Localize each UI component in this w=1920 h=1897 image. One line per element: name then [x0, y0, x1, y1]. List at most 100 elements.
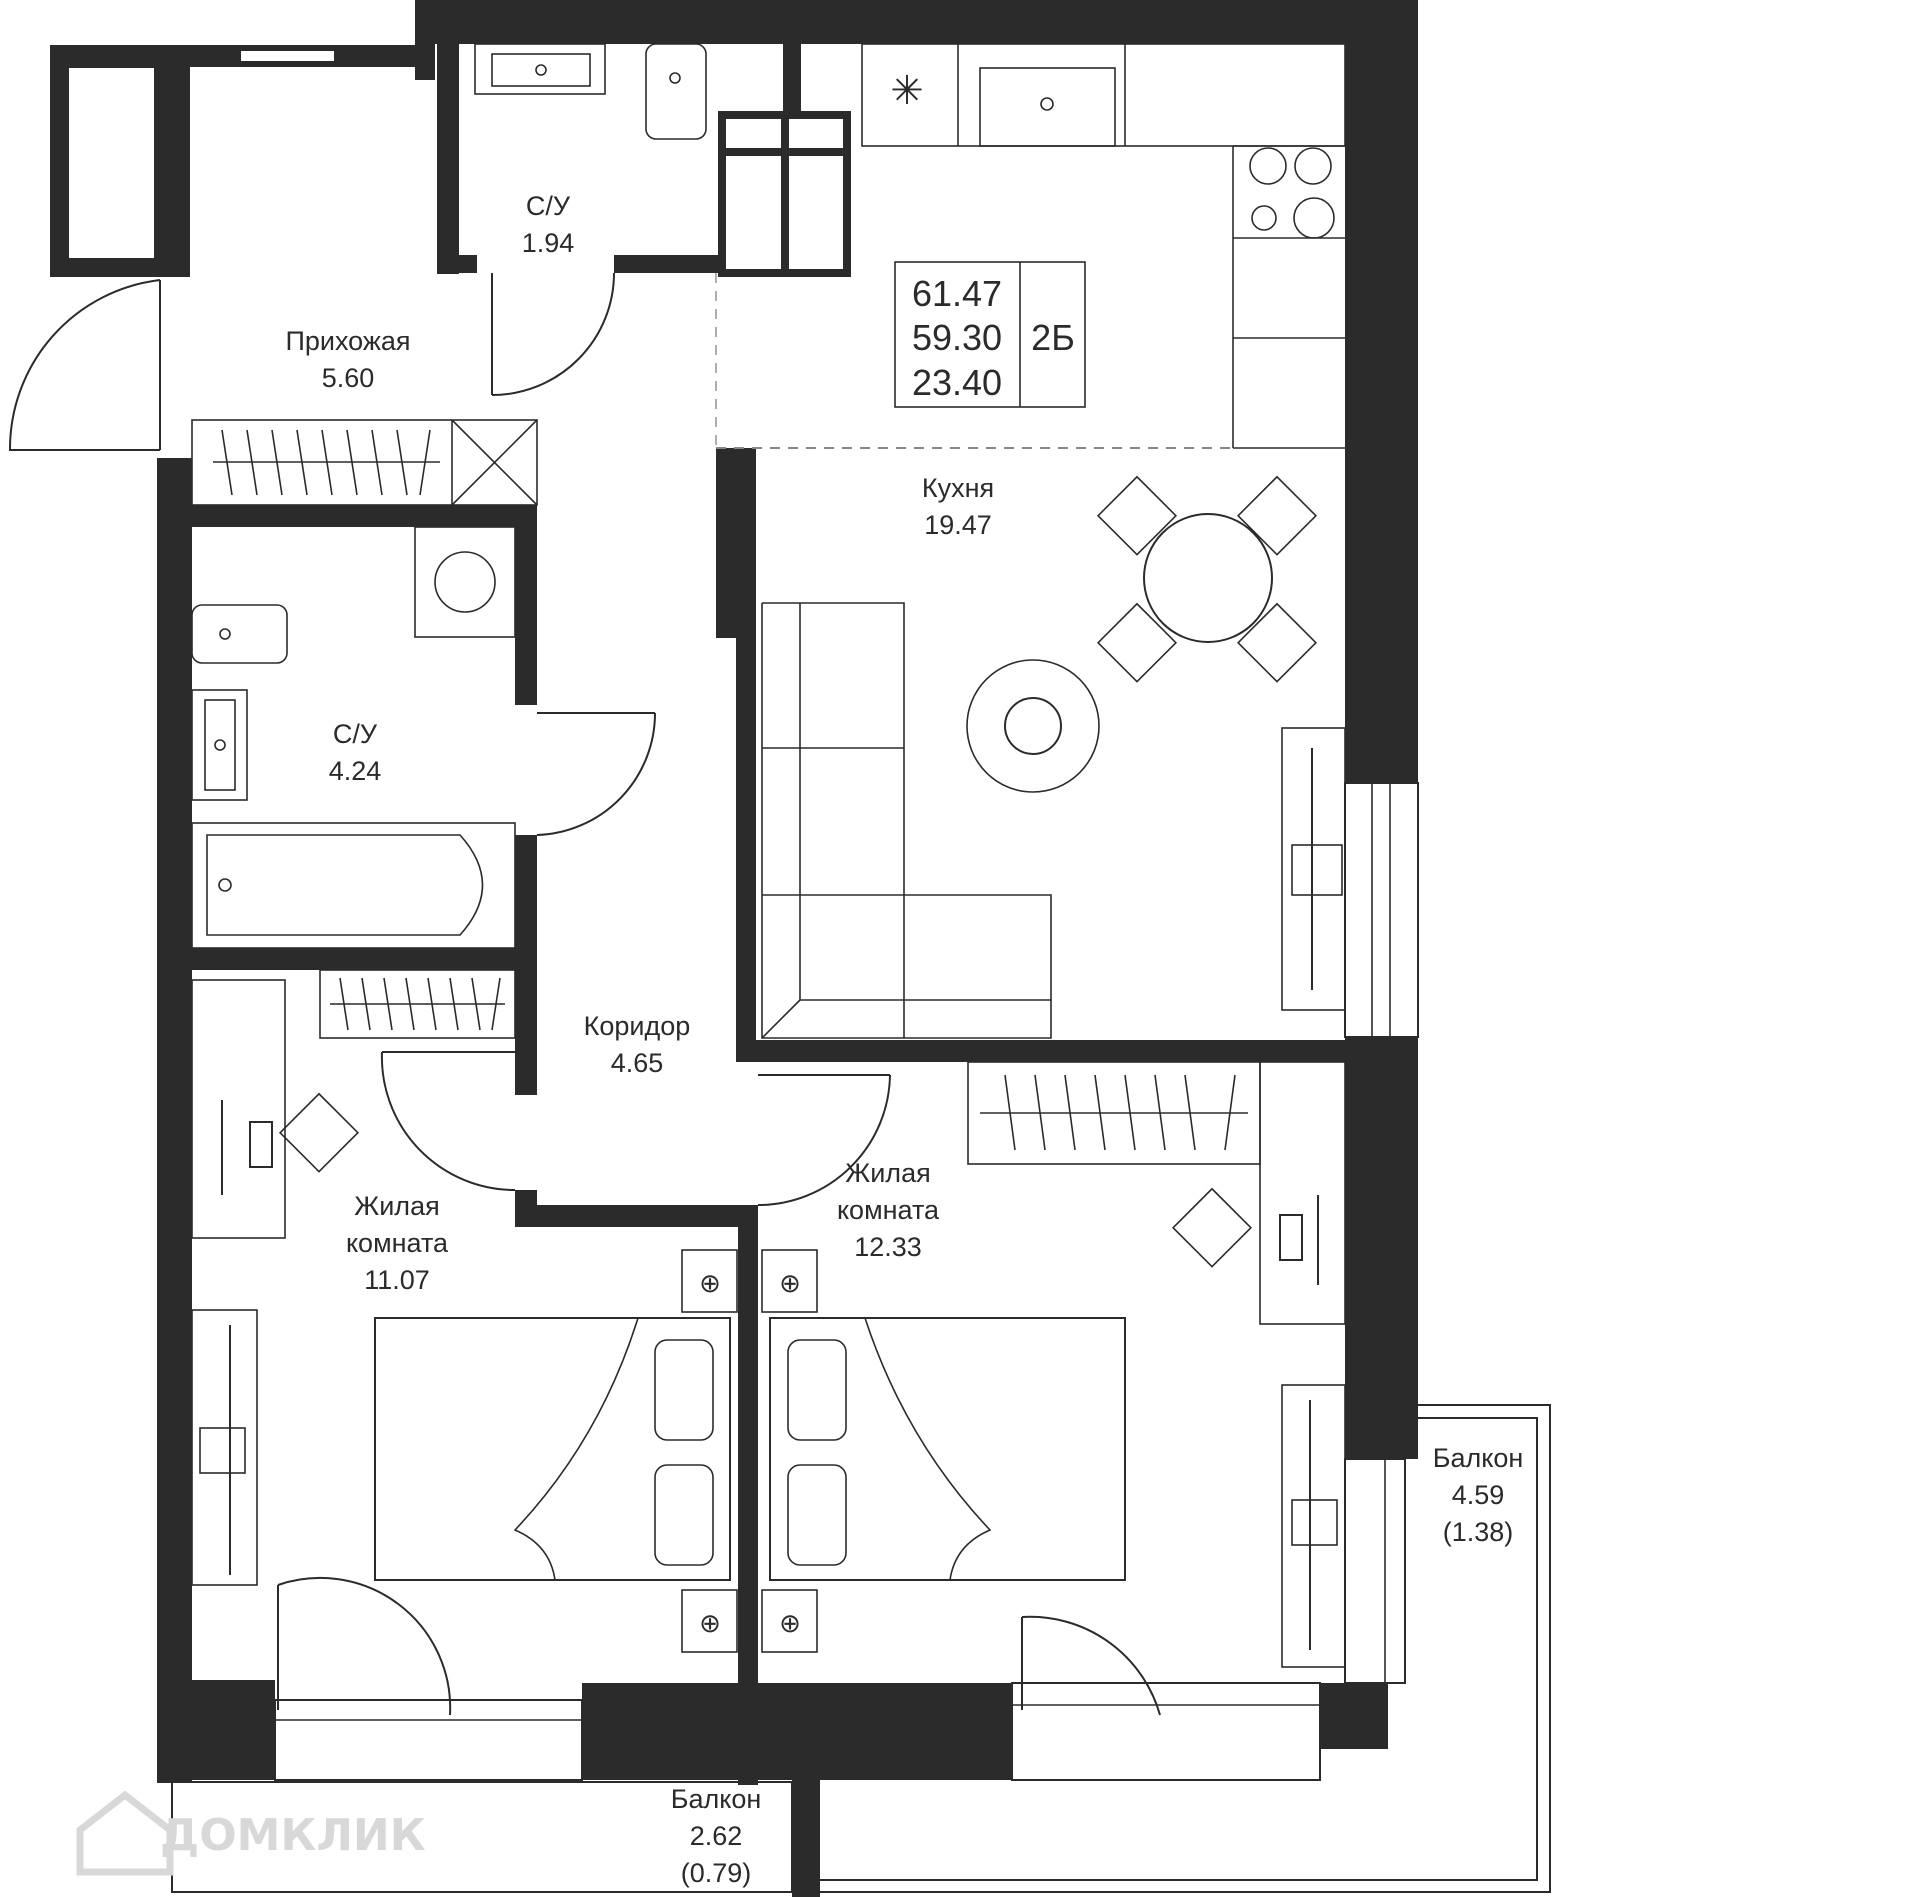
- bath-sink: [191, 689, 248, 801]
- hall-wardrobe: [191, 419, 538, 506]
- wall-wc1-bottom-left: [437, 255, 477, 273]
- watermark: ДОМКЛИК: [76, 1790, 426, 1876]
- room-labels: С/У 1.94 Прихожая 5.60 Кухня 19.47 С/У 4…: [285, 191, 1523, 1888]
- room1-wardrobe: [319, 969, 516, 1039]
- balcony2-inner-rail: [820, 1417, 1538, 1881]
- stove-burner-2: [1294, 147, 1332, 185]
- wall-bottom-right: [1320, 1683, 1388, 1749]
- room1-area: 11.07: [364, 1265, 430, 1295]
- room2-hangers: [1004, 1074, 1236, 1151]
- windows: [274, 273, 1419, 1781]
- svg-text:⊕: ⊕: [779, 1268, 801, 1298]
- room1-bed: [374, 1317, 731, 1581]
- wall-rooms-divider: [738, 1205, 758, 1785]
- entrance-door: [8, 279, 161, 451]
- room1-nightstand-2: [681, 1589, 738, 1653]
- entry-niche: [67, 66, 156, 260]
- corridor-area: 4.65: [611, 1048, 664, 1078]
- hall-area: 5.60: [322, 363, 375, 393]
- dining-chairs: [1096, 475, 1318, 683]
- wall-kitchen-bottom: [736, 1040, 1418, 1062]
- coffee-table-inner: [1004, 697, 1062, 755]
- balcony2-area: 4.59: [1452, 1480, 1505, 1510]
- wall-kitchen-left: [736, 448, 756, 1060]
- room1-name-line2: комната: [346, 1228, 449, 1258]
- wc1-toilet: [645, 43, 707, 140]
- wc2-area: 4.24: [329, 756, 382, 786]
- bathtub: [191, 822, 516, 949]
- washing-machine: [414, 526, 516, 638]
- room2-name-line1: Жилая: [845, 1158, 930, 1188]
- kitchen-desk: [1281, 727, 1346, 1011]
- stove-burner-3: [1251, 205, 1277, 231]
- room2-window: [1344, 1458, 1406, 1684]
- wc1-door: [491, 272, 615, 396]
- room1-name-line1: Жилая: [354, 1191, 439, 1221]
- layout-code: 2Б: [1031, 317, 1075, 358]
- wall-bottom-left: [157, 1680, 275, 1780]
- coffee-table-outer: [966, 659, 1100, 793]
- balcony2-name: Балкон: [1433, 1443, 1524, 1473]
- area-summary: 61.47 59.30 23.40 2Б: [912, 273, 1075, 403]
- wall-right-mid: [1345, 1037, 1418, 1459]
- room1-door: [380, 1051, 516, 1191]
- room1-balcony-door: [277, 1577, 452, 1716]
- kitchen-name: Кухня: [922, 473, 994, 503]
- wall-bath-bottom: [157, 948, 537, 970]
- kitchen-sink: [979, 67, 1116, 147]
- entry-window: [239, 49, 336, 63]
- balcony1-name: Балкон: [671, 1784, 762, 1814]
- room2-pillow-2: [787, 1464, 847, 1566]
- living-area: 23.40: [912, 362, 1002, 403]
- fridge-icon: ✳: [890, 69, 924, 113]
- hall-name: Прихожая: [285, 326, 410, 356]
- balcony1-area-reduced: (0.79): [681, 1858, 752, 1888]
- stove-burner-1: [1249, 147, 1287, 185]
- house-logo-icon: [76, 1790, 174, 1876]
- bath-door: [536, 712, 656, 836]
- wc1-sink: [474, 43, 606, 95]
- wc2-name: С/У: [333, 719, 378, 749]
- room1-tv-stand: [191, 1309, 258, 1586]
- room2-desk: [1259, 1061, 1346, 1325]
- kitchen-counter-top: [861, 43, 1346, 147]
- wc1-area: 1.94: [522, 228, 575, 258]
- room2-door: [757, 1074, 891, 1206]
- wall-bath-right-top: [515, 505, 537, 705]
- doors: [8, 272, 1161, 1716]
- kitchen-area: 19.47: [924, 510, 992, 540]
- room1-window: [274, 1699, 583, 1781]
- svg-text:⊕: ⊕: [699, 1268, 721, 1298]
- wall-balcony-divider: [792, 1780, 820, 1897]
- room1-desk: [191, 979, 286, 1239]
- room2-balcony-swing: [1021, 1615, 1161, 1716]
- room2-nightstand-2: [761, 1589, 818, 1653]
- room1-pillow-1: [654, 1339, 714, 1441]
- balcony2-rail: [820, 1404, 1551, 1893]
- room2-chair: [1171, 1187, 1253, 1268]
- wall-top: [415, 0, 1418, 44]
- wall-corridor-bottom: [515, 1205, 755, 1227]
- total-area: 61.47: [912, 273, 1002, 314]
- wall-corridor-stub: [515, 1190, 537, 1227]
- room2-bed: [769, 1317, 1126, 1581]
- corner-sofa: [761, 602, 1052, 1039]
- wall-bottom-mid: [582, 1683, 1012, 1780]
- room2-pillow-1: [787, 1339, 847, 1441]
- balcony1-area: 2.62: [690, 1821, 743, 1851]
- room1-nightstand-1: [681, 1249, 738, 1313]
- room2-nightstand-1: [761, 1249, 818, 1313]
- svg-text:⊕: ⊕: [779, 1608, 801, 1638]
- wall-right-upper: [1345, 0, 1418, 783]
- wall-wc1-left: [437, 44, 459, 274]
- stove-burner-4: [1293, 197, 1335, 239]
- room2-balcony-door: [1011, 1682, 1321, 1781]
- room1-chair: [278, 1092, 360, 1173]
- room2-name-line2: комната: [837, 1195, 940, 1225]
- furniture: ✳: [191, 43, 1346, 1668]
- summary-box: [894, 261, 1086, 408]
- wc1-name: С/У: [526, 191, 571, 221]
- wardrobe-hangers: [221, 429, 431, 496]
- wall-bath-top: [157, 505, 537, 527]
